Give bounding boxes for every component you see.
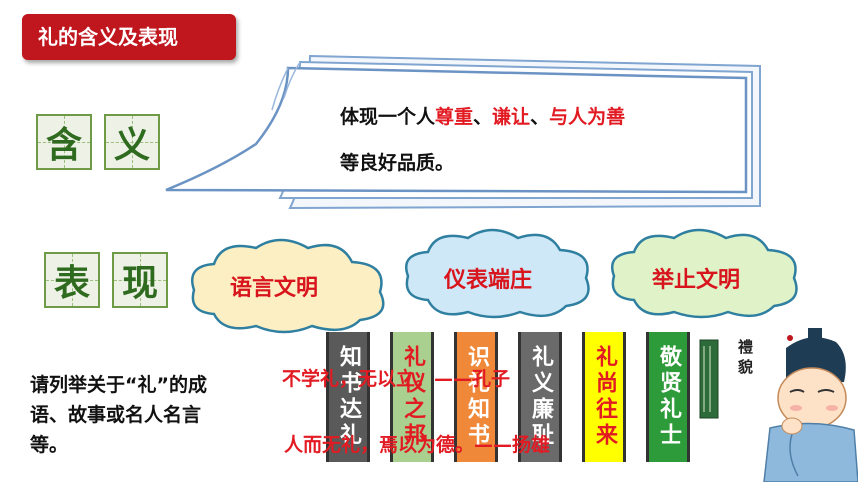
banner-text: 礼义廉耻 — [528, 345, 553, 449]
question-prompt: 请列举关于“礼”的成语、故事或名人名言等。 — [30, 374, 207, 456]
cloud-label-appearance: 仪表端庄 — [444, 268, 533, 293]
svg-text:貌: 貌 — [737, 358, 753, 376]
paper-stack-illustration — [165, 54, 761, 210]
grid-char-text: 含 — [45, 125, 82, 166]
banner-text: 知书达礼 — [336, 345, 361, 449]
banner-text: 礼尚往来 — [592, 345, 617, 449]
page-title: 礼的含义及表现 — [38, 25, 178, 49]
cloud-label-language: 语言文明 — [230, 276, 319, 301]
banner-text: 识礼知书 — [464, 345, 489, 449]
cloud-shape — [405, 228, 590, 319]
meaning-sep-1: 、 — [473, 106, 493, 128]
banner-text: 敬贤礼士 — [656, 345, 681, 449]
cloud-shape — [611, 228, 798, 319]
grid-char-han: 含 — [36, 114, 92, 170]
title-badge: 礼的含义及表现 — [22, 14, 236, 60]
grid-char-text: 现 — [121, 263, 158, 304]
banner-jingxianlishi: 敬贤礼士 — [646, 332, 690, 462]
meaning-highlight-respect: 尊重 — [435, 106, 474, 128]
quote-yangxiong: 人而无礼，焉以为德。——扬雄 — [284, 434, 551, 456]
meaning-highlight-modesty: 谦让 — [492, 106, 531, 128]
cloud-shape — [191, 238, 385, 334]
meaning-sep-2: 、 — [530, 106, 550, 128]
grid-char-text: 表 — [53, 263, 90, 304]
banner-zhishudali: 知书达礼 — [326, 332, 370, 462]
banner-lishangwanglai: 礼尚往来 — [582, 332, 626, 462]
grid-char-biao: 表 — [44, 252, 100, 308]
quote-confucius: 不学礼，无以立。——孔子 — [282, 368, 511, 390]
scholar-illustration: 禮 貌 — [699, 328, 858, 482]
grid-char-text: 义 — [113, 125, 150, 166]
meaning-description: 体现一个人尊重、谦让、与人为善 等良好品质。 — [340, 94, 760, 186]
banner-shilizhishu: 识礼知书 — [454, 332, 498, 462]
grid-char-xian: 现 — [112, 252, 168, 308]
svg-text:禮: 禮 — [738, 338, 753, 356]
grid-char-yi: 义 — [104, 114, 160, 170]
meaning-highlight-kindness: 与人为善 — [549, 106, 626, 128]
banner-text: 礼仪之邦 — [400, 345, 425, 449]
cloud-label-behavior: 举止文明 — [652, 268, 741, 293]
meaning-text-2: 等良好品质。 — [340, 152, 455, 174]
banner-liyizhibang: 礼仪之邦 — [390, 332, 434, 462]
book-icon — [699, 339, 719, 419]
banner-liyilianchi: 礼义廉耻 — [518, 332, 562, 462]
meaning-text-1: 体现一个人 — [340, 106, 436, 128]
